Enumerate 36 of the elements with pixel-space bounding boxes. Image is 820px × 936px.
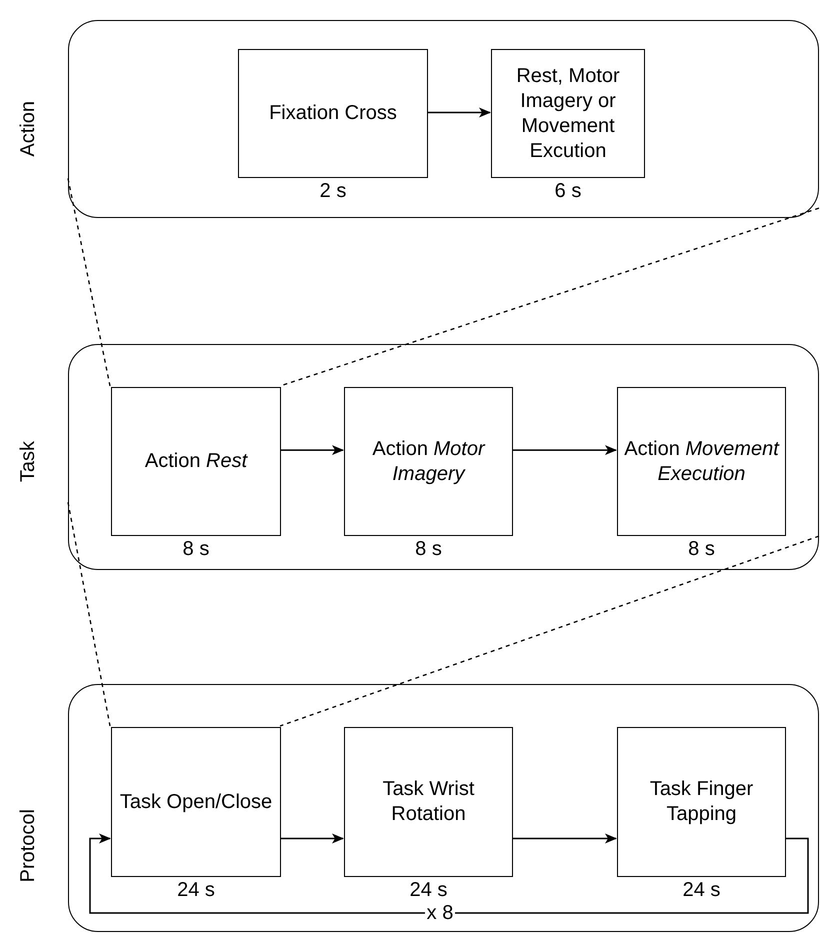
step-label: Action Movement Execution [623, 436, 780, 486]
step-box [344, 727, 513, 877]
zoom-line [280, 535, 820, 727]
zoom-line [67, 178, 111, 386]
step-box [111, 387, 281, 536]
arrow [280, 834, 344, 844]
step-label: Task Finger Tapping [648, 777, 754, 827]
duration-label: 24 s [410, 879, 448, 901]
step-box [111, 727, 281, 877]
arrow [512, 834, 617, 844]
duration-label: 8 s [688, 538, 715, 560]
arrow [427, 108, 491, 118]
duration-label: 2 s [320, 180, 346, 202]
duration-label: 8 s [182, 538, 210, 560]
step-label: Rest, Motor Imagery or Movement Excution [515, 64, 621, 164]
step-label: Action Motor Imagery [371, 436, 486, 486]
phase-label: Action [17, 101, 40, 157]
arrow [512, 445, 617, 456]
step-box [617, 387, 786, 536]
duration-label: 8 s [415, 538, 442, 560]
step-box [617, 727, 786, 877]
arrow [280, 445, 344, 456]
duration-label: 24 s [177, 879, 215, 901]
step-box [491, 49, 645, 178]
step-label: Task Open/Close [120, 790, 272, 814]
step-box [238, 49, 428, 178]
phase-label: Task [17, 441, 40, 482]
phase-label: Protocol [17, 809, 40, 882]
step-label: Action Rest [144, 449, 248, 474]
zoom-line [67, 502, 111, 726]
duration-label: 6 s [554, 180, 582, 202]
loop-arrow [89, 834, 809, 914]
step-label: Task Wrist Rotation [382, 777, 476, 827]
step-label: Fixation Cross [269, 101, 397, 126]
step-box [344, 387, 513, 536]
duration-label: 24 s [682, 879, 720, 901]
